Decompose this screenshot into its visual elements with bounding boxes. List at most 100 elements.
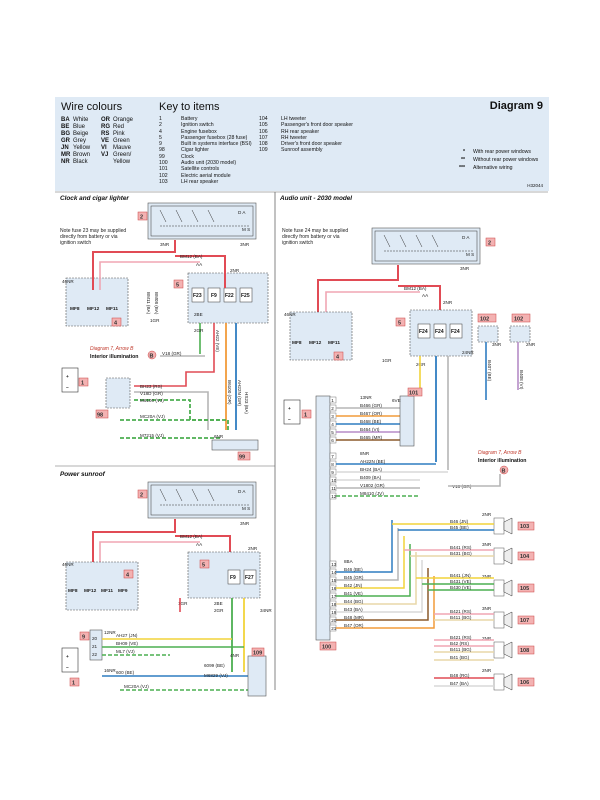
audio-speaker-wire-label: B411 (BG) (450, 647, 472, 652)
audio-xref: Diagram 7, Arrow B (478, 450, 522, 456)
key-item-text: Battery (181, 116, 198, 122)
key-item-number: 99 (159, 153, 165, 160)
audio-unit-mid-label: 8NR (360, 451, 370, 456)
audio-speaker-wire-label: B45 (BE) (450, 525, 469, 530)
audio-b-arrow (499, 465, 509, 475)
clock-item-tag-98 (95, 409, 109, 419)
audio-wire-v18 (448, 474, 501, 487)
clock-wire-red-3 (134, 323, 215, 387)
audio-unit-pin-number: 10 (331, 478, 337, 483)
audio-note-line-1: Note fuse 24 may be supplied (282, 228, 348, 234)
audio-unit-mid-label: V1802 (GR) (360, 483, 385, 488)
clock-item-tag-4 (111, 317, 122, 327)
audio-2gr: 2GR (416, 362, 426, 367)
audio-item-tag-5 (395, 317, 406, 327)
wire-colour-name: Orange (113, 117, 134, 123)
audio-unit-speaker-label: B41 (VE) (344, 591, 363, 596)
audio-item-label-5: 5 (398, 321, 401, 327)
audio-unit-pin-number: 11 (331, 486, 336, 491)
audio-unit-speaker-label: B48 (MR) (344, 615, 364, 620)
wire-colours-title: Wire colours (61, 101, 123, 113)
clock-mf-label: MF11 (106, 306, 118, 312)
key-item-number: 109 (259, 147, 268, 154)
clock-2gr: 2GR (194, 328, 204, 333)
key-item-text: Cigar lighter (181, 147, 209, 154)
speaker-item-label: 107 (520, 618, 529, 624)
audio-unit-pin-number: 13 (331, 562, 337, 567)
sunroof-section-title: Power sunroof (60, 471, 106, 478)
legend-symbol: ** (460, 157, 465, 163)
audio-unit-left-label: B466 (GR) (360, 403, 382, 408)
wire-colour-code: GR (61, 138, 70, 144)
legend-row: ***Alternative wiring (451, 165, 513, 171)
audio-wire-speaker (336, 544, 411, 597)
clock-fuse-label: F22 (225, 293, 234, 299)
svg-text:+: + (66, 375, 69, 380)
speaker-ground-label: 2NR (482, 636, 492, 641)
audio-speaker-wire-label: B411 (BG) (450, 615, 472, 620)
audio-speaker-wire-label: B430 (VE) (450, 585, 472, 590)
audio-fuse-box (433, 323, 447, 339)
speaker-icon (503, 517, 513, 535)
audio-item-label-4: 4 (336, 355, 340, 361)
key-item-text: Engine fusebox (181, 128, 217, 135)
key-item-text: Passenger's front door speaker (281, 122, 353, 129)
svg-text:−: − (66, 386, 69, 391)
speaker-ground-label: 3NR (482, 542, 492, 547)
clock-fuse-label: F25 (241, 293, 250, 299)
legend-symbol: * (462, 149, 465, 155)
audio-unit-left-label: 13NR (360, 395, 372, 400)
audio-unit-speaker-label: B47 (OR) (344, 623, 364, 628)
audio-unit-pin (329, 560, 337, 568)
key-item-text: Electric aerial module (181, 172, 231, 179)
speaker-item-tag (517, 521, 535, 531)
sunroof-bsi (89, 629, 103, 661)
audio-item-label-1: 1 (304, 413, 307, 419)
audio-unit-pin-number: 3 (331, 414, 334, 419)
key-item-text: Built in systems interface (BSI) (181, 141, 252, 148)
audio-mf-label: MF12 (309, 340, 322, 346)
clock-v18d: V18D (GR) (140, 391, 163, 396)
key-item-number: 107 (259, 134, 268, 141)
sunroof-bsi-pin: 20 (92, 636, 98, 641)
audio-item-label-2: 2 (488, 241, 491, 247)
audio-unit-pin-number: 7 (331, 454, 334, 459)
audio-3nr-aerial: 3NR (492, 342, 502, 347)
sunroof-fuse-box (227, 569, 241, 585)
audio-wire-pink (325, 291, 420, 312)
wire-colour-name: Black (73, 159, 88, 165)
key-item-text: Ignition switch (181, 122, 214, 129)
audio-unit-speaker-label: B46 (BE) (344, 567, 363, 572)
sunroof-2be: 2BE (214, 601, 223, 606)
audio-item-label-102: 102 (480, 317, 489, 323)
speaker-item-label: 104 (520, 554, 530, 560)
audio-speaker-wire-label: B441 (RS) (450, 545, 472, 550)
audio-unit-speaker-label: B43 (BA) (344, 607, 363, 612)
audio-mf-label: MF11 (328, 340, 340, 346)
audio-item-tag-102b (511, 313, 531, 323)
key-item-text: Sunroof assembly (281, 147, 323, 154)
key-item-text: RH tweeter (281, 134, 307, 141)
audio-unit-mid-label: BH24 (BA) (360, 467, 382, 472)
speaker-item-label: 106 (520, 680, 529, 686)
clock-mf-label: MF8 (70, 306, 80, 312)
key-item-number: 98 (159, 147, 165, 154)
sunroof-item-tag-1 (69, 677, 80, 687)
speaker-icon (503, 673, 513, 691)
diagram-title: Diagram 9 (489, 100, 543, 112)
clock-clock-unit (211, 439, 259, 451)
audio-2nr-aerial: 2NR (526, 342, 536, 347)
sunroof-aa: AA (196, 542, 203, 547)
audio-46nr: 46NR (284, 312, 296, 317)
audio-item-tag-4 (333, 351, 344, 361)
clock-aa: AA (196, 262, 203, 267)
audio-interior-label: Interior illumination (478, 458, 526, 464)
sunroof-2gr: 2GR (214, 608, 224, 613)
sunroof-bh09: BH09 (VE) (116, 641, 138, 646)
clock-item-label-99: 99 (239, 455, 245, 461)
key-item-number: 1 (159, 116, 162, 122)
key-item-text: LH tweeter (281, 116, 307, 122)
